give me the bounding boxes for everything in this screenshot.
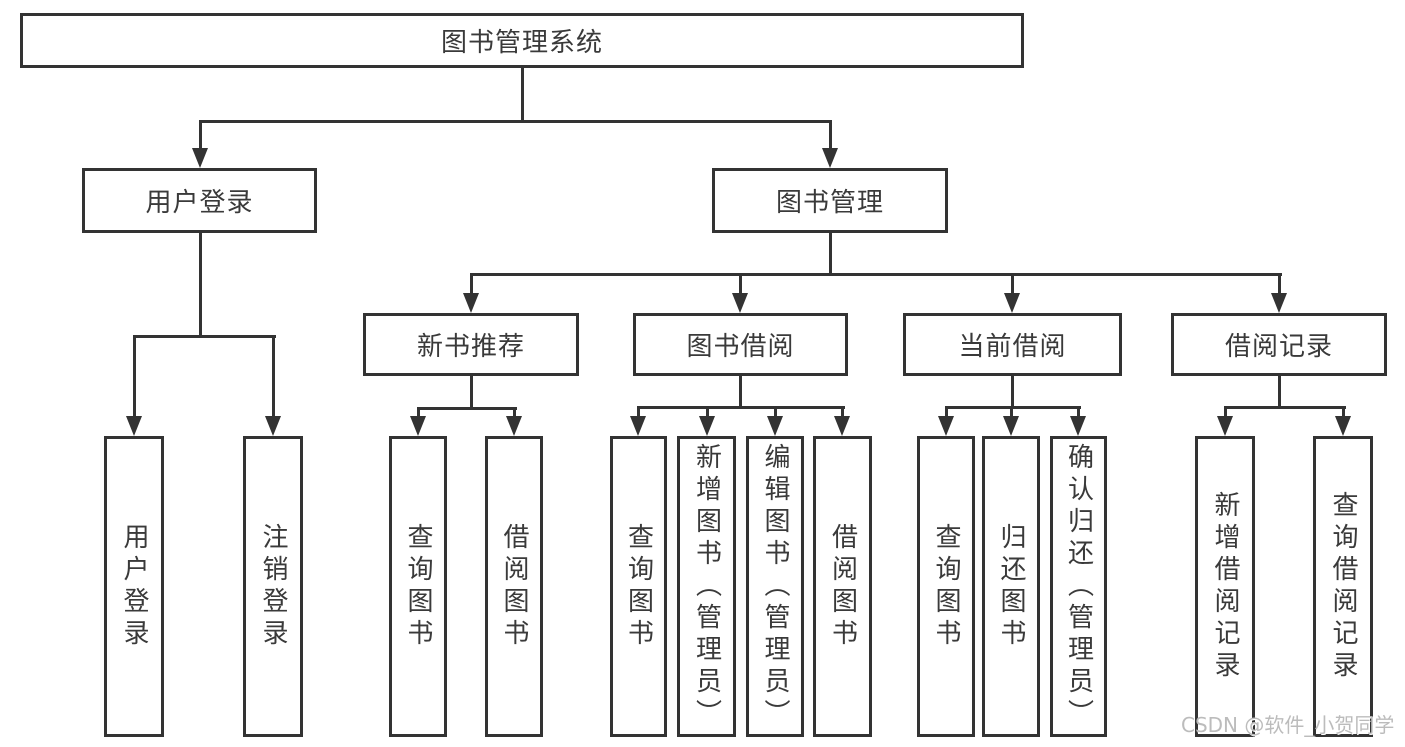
leaf-add-book-admin: 新增图书（管理员）: [677, 436, 736, 737]
leaf-add-borrow-record: 新增借阅记录: [1195, 436, 1255, 737]
node-label: 归还图书: [996, 522, 1026, 651]
connector-line: [1342, 406, 1345, 418]
arrow-down-icon: [767, 416, 783, 436]
connector-line: [470, 273, 473, 295]
connector-line: [199, 233, 202, 336]
connector-line: [637, 406, 640, 418]
arrow-down-icon: [938, 416, 954, 436]
leaf-return-book: 归还图书: [982, 436, 1040, 737]
connector-line: [841, 406, 844, 418]
connector-line: [945, 406, 948, 418]
node-borrowing-records: 借阅记录: [1171, 313, 1387, 376]
connector-line: [739, 273, 742, 295]
node-library-management-system: 图书管理系统: [20, 13, 1024, 68]
connector-line: [1278, 375, 1281, 408]
connector-line: [1077, 406, 1080, 418]
node-label: 新增图书（管理员）: [691, 442, 722, 731]
connector-line: [739, 375, 742, 408]
connector-line: [272, 335, 275, 418]
node-new-book-recommend: 新书推荐: [363, 313, 579, 376]
arrow-down-icon: [630, 416, 646, 436]
node-label: 确认归还（管理员）: [1063, 442, 1094, 731]
node-label: 用户登录: [119, 522, 149, 651]
connector-line: [513, 407, 516, 418]
leaf-query-borrow-record: 查询借阅记录: [1313, 436, 1373, 737]
connector-line: [417, 407, 517, 410]
leaf-logout: 注销登录: [243, 436, 303, 737]
node-label: 借阅图书: [827, 522, 858, 651]
node-label: 查询图书: [623, 522, 654, 651]
node-label: 用户登录: [145, 188, 254, 218]
connector-line: [706, 406, 709, 418]
node-label: 借阅图书: [499, 522, 529, 651]
connector-line: [945, 406, 1081, 409]
connector-line: [1224, 406, 1346, 409]
arrow-down-icon: [1003, 416, 1019, 436]
arrow-down-icon: [463, 293, 479, 313]
connector-line: [417, 407, 420, 418]
node-label: 查询借阅记录: [1328, 490, 1358, 683]
node-label: 图书管理: [775, 188, 884, 218]
arrow-down-icon: [506, 416, 522, 436]
node-label: 查询图书: [403, 522, 433, 651]
node-label: 查询图书: [931, 522, 961, 651]
connector-line: [133, 335, 136, 418]
connector-line: [1010, 406, 1013, 418]
connector-line: [829, 120, 832, 150]
node-label: 新书推荐: [416, 332, 525, 362]
node-label: 图书管理系统: [440, 28, 603, 58]
connector-line: [1011, 375, 1014, 408]
node-book-management: 图书管理: [712, 168, 948, 233]
arrow-down-icon: [1271, 293, 1287, 313]
connector-line: [199, 120, 832, 123]
arrow-down-icon: [265, 416, 281, 436]
connector-line: [1224, 406, 1227, 418]
leaf-borrow-books-borrowing: 借阅图书: [813, 436, 872, 737]
leaf-query-books-current: 查询图书: [917, 436, 975, 737]
arrow-down-icon: [1335, 416, 1351, 436]
connector-line: [1278, 273, 1281, 295]
arrow-down-icon: [822, 148, 838, 168]
node-label: 当前借阅: [958, 332, 1067, 362]
leaf-user-login: 用户登录: [104, 436, 164, 737]
connector-line: [199, 120, 202, 150]
node-book-borrowing: 图书借阅: [633, 313, 848, 376]
connector-line: [637, 406, 845, 409]
connector-line: [470, 375, 473, 408]
node-label: 图书借阅: [686, 332, 795, 362]
arrow-down-icon: [126, 416, 142, 436]
node-current-borrowing: 当前借阅: [903, 313, 1122, 376]
node-label: 注销登录: [258, 522, 288, 651]
leaf-query-books-recommend: 查询图书: [389, 436, 447, 737]
arrow-down-icon: [732, 293, 748, 313]
leaf-query-books-borrowing: 查询图书: [610, 436, 667, 737]
arrow-down-icon: [834, 416, 850, 436]
connector-line: [133, 335, 276, 338]
arrow-down-icon: [1004, 293, 1020, 313]
arrow-down-icon: [1217, 416, 1233, 436]
node-label: 借阅记录: [1224, 332, 1333, 362]
connector-line: [470, 273, 1282, 276]
arrow-down-icon: [699, 416, 715, 436]
arrow-down-icon: [1070, 416, 1086, 436]
connector-line: [829, 233, 832, 275]
connector-line: [774, 406, 777, 418]
connector-line: [521, 68, 524, 121]
leaf-borrow-books-recommend: 借阅图书: [485, 436, 543, 737]
connector-line: [1011, 273, 1014, 295]
arrow-down-icon: [410, 416, 426, 436]
node-label: 新增借阅记录: [1210, 490, 1240, 683]
leaf-confirm-return-admin: 确认归还（管理员）: [1050, 436, 1107, 737]
node-user-login: 用户登录: [82, 168, 317, 233]
leaf-edit-book-admin: 编辑图书（管理员）: [746, 436, 804, 737]
arrow-down-icon: [192, 148, 208, 168]
csdn-watermark: CSDN @软件_小贺同学: [1181, 713, 1395, 737]
node-label: 编辑图书（管理员）: [760, 442, 790, 731]
